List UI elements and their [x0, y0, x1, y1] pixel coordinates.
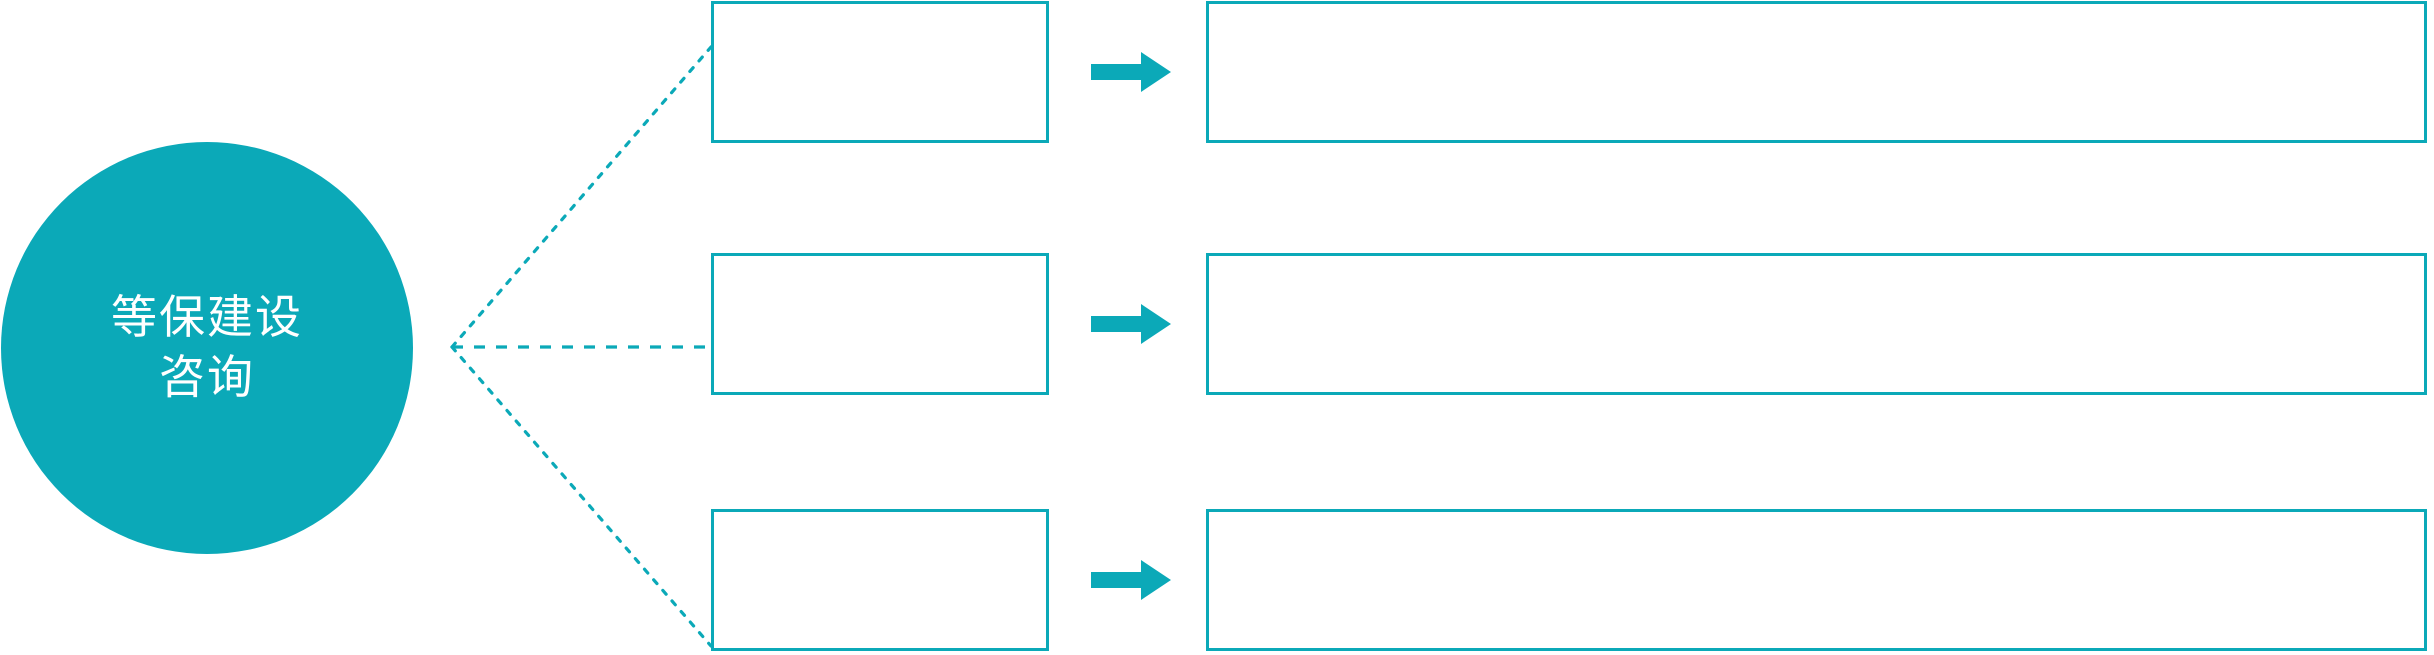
arrow-right-icon: [1091, 560, 1171, 600]
hub-circle[interactable]: 等保建设 咨询: [1, 142, 413, 554]
diagram-row: [0, 508, 2434, 653]
stage-box[interactable]: [711, 253, 1049, 395]
hub-label: 等保建设 咨询: [111, 291, 303, 403]
diagram-row: [0, 0, 2434, 145]
detail-box[interactable]: [1206, 509, 2427, 651]
diagram-row: [0, 252, 2434, 397]
detail-box[interactable]: [1206, 253, 2427, 395]
arrow-right-icon: [1091, 52, 1171, 92]
stage-box[interactable]: [711, 1, 1049, 143]
detail-box[interactable]: [1206, 1, 2427, 143]
arrow-right-icon: [1091, 304, 1171, 344]
stage-box[interactable]: [711, 509, 1049, 651]
